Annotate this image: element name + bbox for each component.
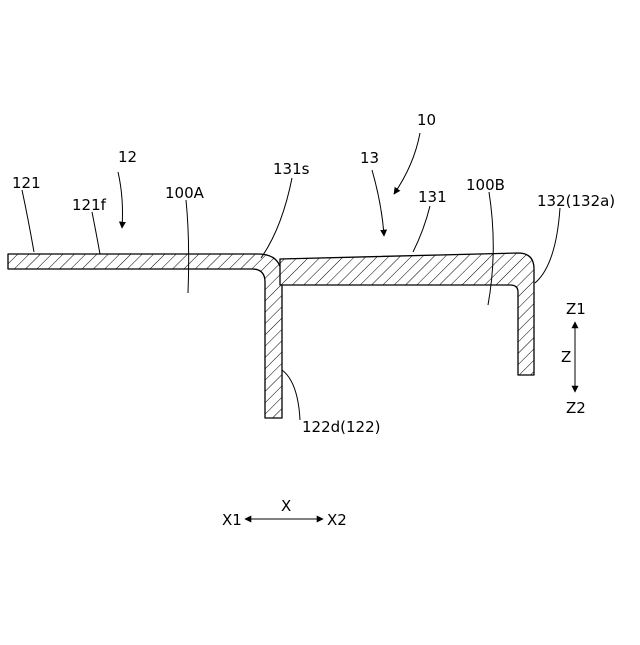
leader-131s: [261, 178, 292, 258]
arrow-13: [372, 170, 384, 236]
leader-121: [22, 190, 34, 252]
label-10: 10: [417, 111, 436, 129]
leader-132: [535, 208, 560, 283]
label-122d: 122d(122): [302, 418, 381, 436]
label-121f: 121f: [72, 196, 107, 214]
arrow-10: [394, 133, 420, 194]
arrow-12: [118, 172, 123, 228]
label-121: 121: [12, 174, 41, 192]
axis-label-z2: Z2: [566, 399, 586, 417]
axis-label-x: X: [281, 497, 291, 515]
label-13: 13: [360, 149, 379, 167]
first-member-12: [8, 254, 282, 418]
label-132: 132(132a): [537, 192, 615, 210]
label-131s: 131s: [273, 160, 310, 178]
leader-100A: [186, 200, 189, 293]
label-131: 131: [418, 188, 447, 206]
axis-label-z1: Z1: [566, 300, 586, 318]
label-12: 12: [118, 148, 137, 166]
leader-121f: [92, 212, 100, 254]
leader-100B: [488, 192, 493, 305]
leader-122d: [282, 370, 300, 420]
label-100A: 100A: [165, 184, 205, 202]
axis-label-x2: X2: [327, 511, 347, 529]
second-member-13: [280, 253, 534, 375]
leader-131: [413, 206, 430, 252]
axis-label-x1: X1: [222, 511, 242, 529]
label-100B: 100B: [466, 176, 505, 194]
axis-label-z: Z: [561, 348, 571, 366]
